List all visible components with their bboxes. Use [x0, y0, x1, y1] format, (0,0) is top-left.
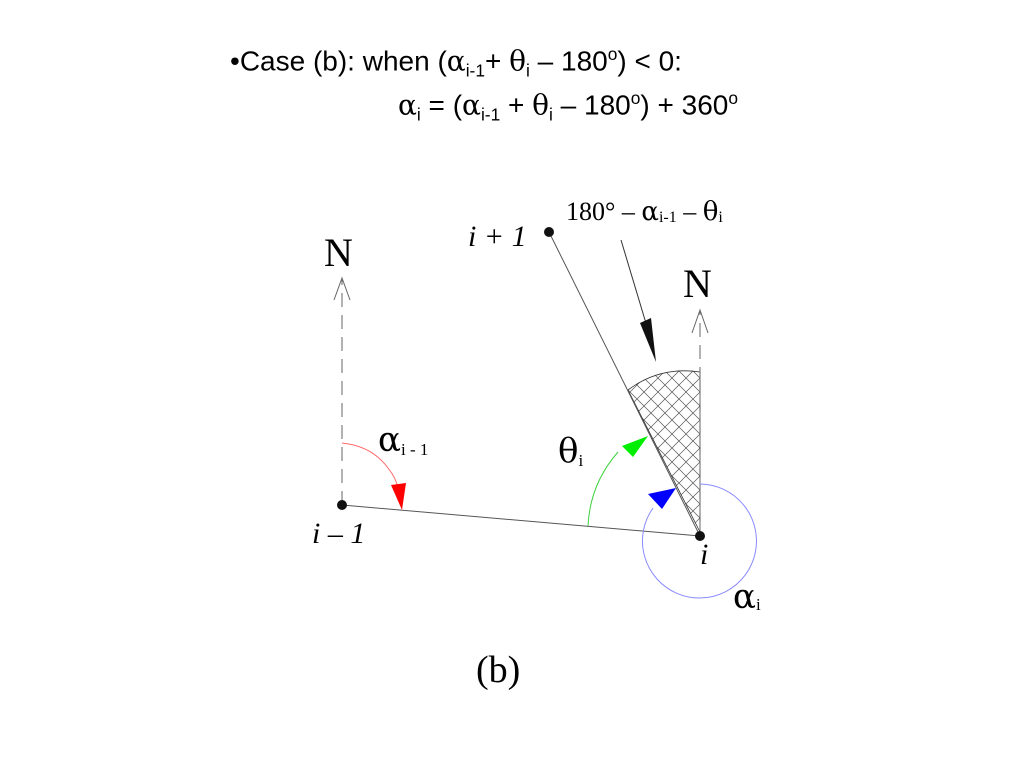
- case-text: Case (b): when (: [239, 45, 447, 77]
- alpha-i-label: αi: [733, 577, 761, 617]
- alpha-symbol: α: [446, 44, 466, 78]
- case-heading: •Case (b): when (αi-1+ θi – 180o) < 0:: [230, 44, 682, 81]
- theta-i-symbol: θ: [532, 88, 550, 122]
- pointer-line: [620, 239, 649, 331]
- angle-text-minus: –: [677, 197, 703, 226]
- alpha-im1-subscript: i-1: [480, 104, 501, 125]
- blue-arrowhead: [648, 488, 676, 509]
- theta-subscript: i: [578, 451, 583, 470]
- north-label-left: N: [324, 230, 353, 275]
- angle-annotation: 180° – αi-1 – θi: [566, 197, 723, 227]
- plus-sign: +: [485, 45, 510, 77]
- theta-subscript: i: [526, 60, 530, 81]
- angle-text-180: 180° –: [566, 197, 641, 226]
- label-i: i: [700, 538, 708, 571]
- pointer-arrowhead: [640, 318, 656, 362]
- label-i-minus-1: i – 1: [312, 517, 365, 550]
- alpha-i-subscript: i: [756, 595, 761, 614]
- alpha-im1-arc: [341, 442, 399, 489]
- alpha-i-subscript: i: [416, 104, 421, 125]
- close-plus-360: ) + 360: [640, 89, 729, 121]
- equals-open: = (: [420, 89, 463, 121]
- angle-text-alpha-sub: i-1: [659, 209, 677, 226]
- alpha-i-circle: [642, 483, 757, 599]
- plus-sign: +: [500, 89, 533, 121]
- label-i-plus-1: i + 1: [468, 220, 527, 253]
- station-point-i: [695, 531, 705, 541]
- traverse-line-im1-to-i: [341, 504, 701, 537]
- alpha-subscript: i-1: [465, 60, 485, 81]
- theta-i-subscript: i: [549, 104, 553, 125]
- theta-label: θi: [558, 431, 583, 471]
- angle-text-alpha: α: [641, 197, 659, 227]
- alpha-i-symbol: α: [398, 88, 417, 122]
- theta-symbol: θ: [509, 44, 526, 78]
- angle-text-theta: θ: [703, 197, 719, 227]
- angle-text-theta-sub: i: [718, 209, 723, 226]
- degree-mark: o: [630, 88, 641, 108]
- theta-symbol: θ: [558, 431, 578, 471]
- alpha-im1-subscript: i - 1: [401, 440, 428, 459]
- minus-180: – 180: [529, 45, 608, 77]
- station-point-i-plus-1: [544, 227, 554, 237]
- station-point-i-minus-1: [337, 500, 347, 510]
- alpha-i-symbol: α: [733, 577, 756, 617]
- alpha-im1-symbol: α: [378, 420, 401, 460]
- red-arrowhead: [391, 483, 406, 510]
- formula-line: αi = (αi-1 + θi – 180o) + 360o: [398, 88, 738, 125]
- degree-mark-2: o: [728, 88, 738, 108]
- bullet: •: [230, 45, 240, 77]
- traverse-line-i-to-ip1: [548, 231, 701, 537]
- hatched-angle-region: [627, 370, 701, 533]
- north-label-right: N: [683, 261, 712, 306]
- alpha-im1-label: αi - 1: [378, 420, 428, 460]
- alpha-im1-symbol: α: [462, 88, 481, 122]
- minus-180: – 180: [552, 89, 631, 121]
- north-arrowhead-right: [691, 308, 709, 334]
- theta-arc: [587, 451, 619, 527]
- green-arrowhead: [622, 436, 648, 457]
- north-arrowhead-left: [333, 276, 351, 301]
- degree-mark: o: [607, 44, 618, 64]
- figure-caption: (b): [476, 649, 520, 691]
- heading-tail: ) < 0:: [617, 45, 682, 77]
